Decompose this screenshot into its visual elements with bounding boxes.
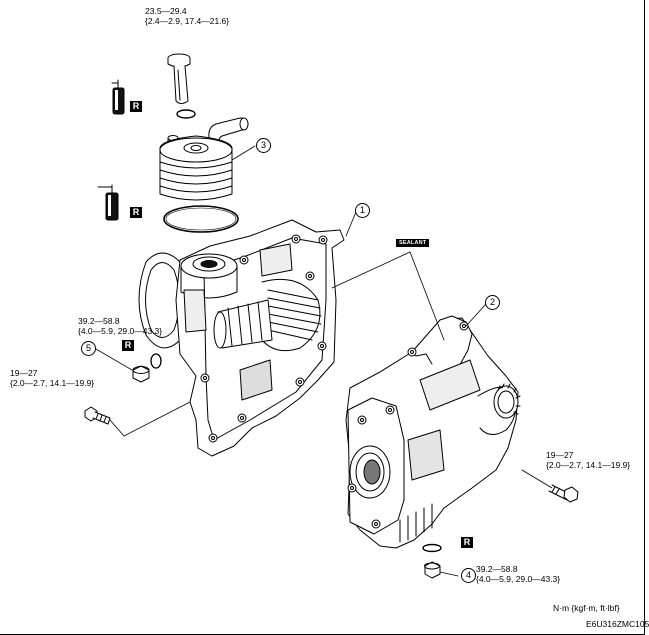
torque-bolt-left-line1: 19—27 (10, 368, 38, 378)
torque-bolt-right-line2: {2.0—2.7, 14.1—19.9} (546, 460, 631, 470)
grease-tube-bottom (97, 184, 119, 221)
torque-bolt-left-line2: {2.0—2.7, 14.1—19.9} (10, 378, 95, 388)
callout-5: 5 (81, 341, 96, 356)
callout-3: 3 (256, 138, 271, 153)
torque-plug5-line2: {4.0—5.9, 29.0—43.3} (78, 326, 163, 336)
oil-cooler-bolt (167, 53, 191, 104)
torque-plug4-line1: 39.2—58.8 (476, 564, 518, 574)
bolt-right (548, 484, 579, 503)
figure-code: E6U316ZMC105 (586, 619, 649, 629)
replace-badge-top: R (130, 101, 142, 112)
torque-bolt-right-line1: 19—27 (546, 450, 574, 460)
torque-bolt-top-line2: {2.4—2.9, 17.4—21.6} (145, 16, 230, 26)
transfer-case-cover (138, 219, 345, 457)
callout-2: 2 (485, 295, 500, 310)
plug-5-washer (150, 353, 162, 369)
grease-tube-top (111, 79, 125, 115)
torque-plug4-line2: {4.0—5.9, 29.0—43.3} (476, 574, 561, 584)
transfer-case-housing (345, 315, 521, 549)
plug-4 (424, 561, 441, 579)
plug-4-washer (422, 543, 442, 553)
torque-plug5-line1: 39.2—58.8 (78, 316, 120, 326)
callout-4: 4 (461, 568, 476, 583)
bolt-left (84, 406, 111, 425)
replace-badge-oring: R (130, 207, 142, 218)
torque-bolt-top-line1: 23.5—29.4 (145, 6, 187, 16)
sealant-badge: SEALANT (396, 239, 430, 247)
oil-cooler (159, 117, 249, 201)
o-ring-large (163, 205, 239, 233)
callout-1: 1 (355, 203, 370, 218)
replace-badge-plug5: R (122, 340, 134, 351)
units-label: N·m {kgf·m, ft·lbf} (553, 603, 620, 613)
o-ring-small (176, 109, 196, 119)
plug-5 (132, 365, 150, 383)
replace-badge-plug4: R (461, 537, 473, 548)
